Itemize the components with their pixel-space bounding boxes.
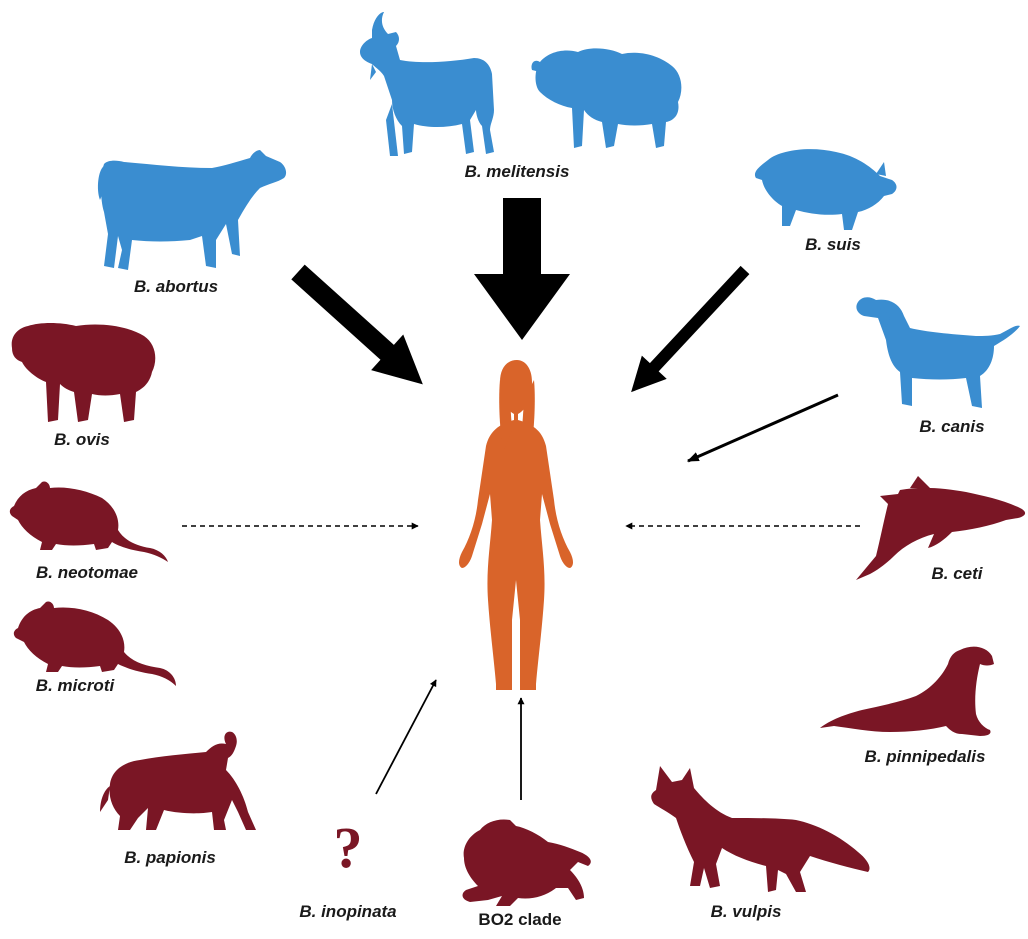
seal-icon bbox=[820, 647, 994, 736]
rat-icon bbox=[10, 481, 168, 562]
arrow-inopinata bbox=[376, 680, 436, 794]
label-ovis: B. ovis bbox=[54, 430, 110, 450]
fox-icon bbox=[651, 766, 869, 892]
label-melitensis: B. melitensis bbox=[465, 162, 570, 182]
label-suis: B. suis bbox=[805, 235, 861, 255]
vole-icon bbox=[14, 601, 176, 686]
arrow-melitensis bbox=[474, 198, 570, 340]
label-vulpis: B. vulpis bbox=[711, 902, 782, 922]
pig-icon bbox=[755, 149, 897, 230]
label-abortus: B. abortus bbox=[134, 277, 218, 297]
sheep-icon bbox=[531, 48, 681, 148]
cow-icon bbox=[98, 150, 286, 270]
arrow-canis bbox=[688, 395, 838, 461]
arrow-abortus bbox=[282, 254, 439, 402]
label-ceti: B. ceti bbox=[931, 564, 982, 584]
baboon-icon bbox=[100, 732, 256, 830]
label-papionis: B. papionis bbox=[124, 848, 216, 868]
frog-icon bbox=[463, 819, 591, 906]
label-microti: B. microti bbox=[36, 676, 114, 696]
label-bo2-clade: BO2 clade bbox=[478, 910, 561, 930]
sheep-icon bbox=[12, 323, 156, 422]
label-pinnipedalis: B. pinnipedalis bbox=[865, 747, 986, 767]
human-icon bbox=[459, 360, 573, 690]
arrow-suis bbox=[619, 258, 758, 403]
goat-icon bbox=[360, 12, 494, 156]
label-canis: B. canis bbox=[919, 417, 984, 437]
label-inopinata: B. inopinata bbox=[299, 902, 396, 922]
dog-icon bbox=[856, 297, 1020, 408]
label-neotomae: B. neotomae bbox=[36, 563, 138, 583]
question-mark-icon: ? bbox=[334, 818, 363, 878]
